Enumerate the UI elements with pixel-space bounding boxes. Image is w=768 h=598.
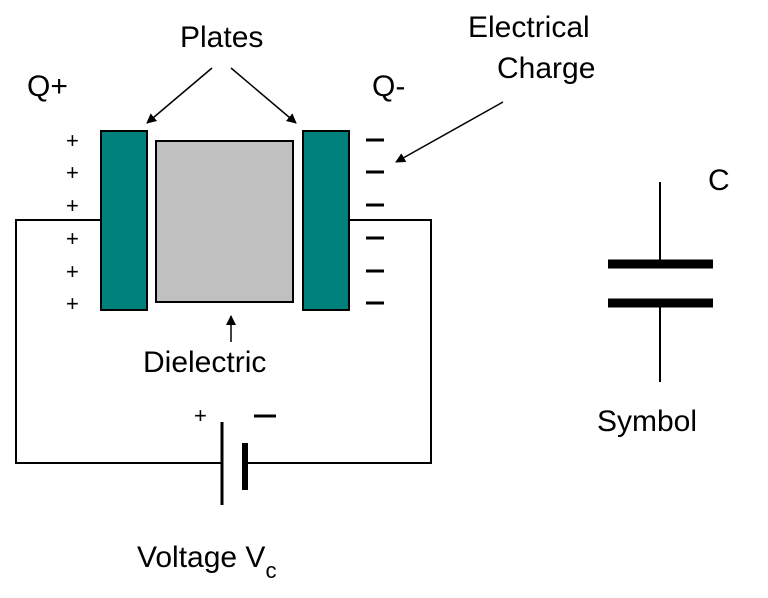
q-minus-label: Q- [372, 70, 405, 103]
right-plate [302, 130, 350, 311]
dielectric-block [155, 140, 294, 303]
voltage-subscript: c [265, 558, 276, 583]
circuit-wire [15, 219, 432, 464]
electrical-charge-label-line2: Charge [497, 52, 595, 85]
battery-plus-sign: + [194, 403, 207, 428]
plus-sign: + [66, 160, 79, 185]
dielectric-label: Dielectric [143, 346, 266, 379]
plates-label: Plates [180, 21, 263, 54]
plates-arrow-left [146, 67, 213, 124]
plus-sign: + [66, 193, 79, 218]
symbol-label: Symbol [597, 405, 697, 438]
voltage-label-text: Voltage V [137, 541, 265, 574]
left-plate [100, 130, 148, 311]
symbol-c-label: C [708, 164, 730, 197]
plus-sign: + [66, 226, 79, 251]
plus-sign: + [66, 291, 79, 316]
plus-sign: + [66, 128, 79, 153]
plates-arrow-right [230, 67, 297, 124]
q-plus-label: Q+ [27, 70, 68, 103]
voltage-label: Voltage Vc [137, 541, 276, 583]
charge-arrow [395, 101, 504, 163]
electrical-charge-label-line1: Electrical [468, 11, 590, 44]
plus-sign: + [66, 259, 79, 284]
